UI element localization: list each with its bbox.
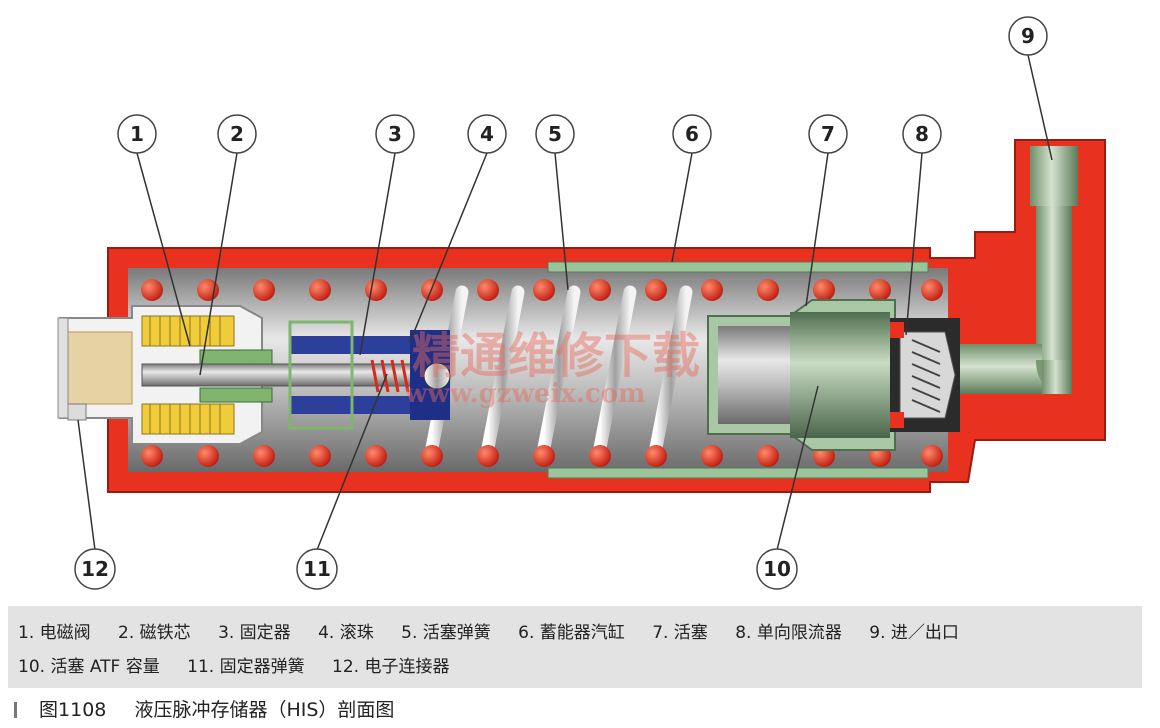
- svg-text:1: 1: [130, 122, 144, 146]
- callout-3: 3: [375, 114, 415, 154]
- watermark: 精通维修下载 www.gzweix.com: [404, 328, 700, 409]
- check-valve: [890, 318, 960, 432]
- watermark-url: www.gzweix.com: [404, 379, 646, 409]
- legend-item-3: 3. 固定器: [218, 623, 291, 643]
- callout-10: 10: [756, 548, 798, 590]
- figure-number: 图1108: [39, 699, 107, 721]
- legend-item-11: 11. 固定器弹簧: [187, 657, 305, 677]
- legend-row-1: 1. 电磁阀 2. 磁铁芯 3. 固定器 4. 滚珠 5. 活塞弹簧 6. 蓄能…: [18, 618, 981, 643]
- inlet-outlet-pipe: [960, 146, 1078, 394]
- svg-text:2: 2: [230, 122, 244, 146]
- callout-5: 5: [535, 114, 575, 154]
- svg-text:8: 8: [915, 122, 929, 146]
- check-ball: [423, 362, 451, 390]
- callouts: 1 2 3 4 5 6 7 8 9 10 11 12: [74, 16, 1048, 590]
- svg-text:6: 6: [685, 122, 699, 146]
- legend-item-12: 12. 电子连接器: [332, 657, 450, 677]
- callout-4: 4: [467, 114, 507, 154]
- callout-9: 9: [1008, 16, 1048, 56]
- caption-marker: [14, 702, 17, 718]
- callout-7: 7: [808, 114, 848, 154]
- svg-text:10: 10: [763, 557, 791, 581]
- svg-text:4: 4: [480, 122, 494, 146]
- svg-text:9: 9: [1021, 24, 1035, 48]
- legend-item-4: 4. 滚珠: [318, 623, 374, 643]
- spring-wire-sections: [141, 279, 943, 467]
- legend-item-9: 9. 进／出口: [869, 623, 959, 643]
- callout-1: 1: [117, 114, 157, 154]
- callout-2: 2: [217, 114, 257, 154]
- svg-text:7: 7: [821, 122, 835, 146]
- svg-text:11: 11: [303, 557, 331, 581]
- figure-title: 液压脉冲存储器（HIS）剖面图: [134, 699, 395, 721]
- magnetic-core: [141, 363, 413, 387]
- retainer-spring: [370, 359, 410, 393]
- legend-item-7: 7. 活塞: [652, 623, 708, 643]
- figure-caption: 图1108 液压脉冲存储器（HIS）剖面图: [14, 695, 394, 722]
- legend-item-8: 8. 单向限流器: [735, 623, 842, 643]
- legend-panel: 1. 电磁阀 2. 磁铁芯 3. 固定器 4. 滚珠 5. 活塞弹簧 6. 蓄能…: [8, 606, 1142, 688]
- callout-8: 8: [902, 114, 942, 154]
- callout-12: 12: [74, 548, 116, 590]
- electrical-connector: [57, 317, 87, 421]
- svg-text:5: 5: [548, 122, 562, 146]
- callout-6: 6: [672, 114, 712, 154]
- legend-row-2: 10. 活塞 ATF 容量 11. 固定器弹簧 12. 电子连接器: [18, 652, 471, 677]
- callout-11: 11: [296, 548, 338, 590]
- legend-item-5: 5. 活塞弹簧: [401, 623, 491, 643]
- watermark-text: 精通维修下载: [412, 328, 700, 384]
- legend-item-2: 2. 磁铁芯: [118, 623, 191, 643]
- legend-item-10: 10. 活塞 ATF 容量: [18, 657, 160, 677]
- legend-item-1: 1. 电磁阀: [18, 623, 91, 643]
- his-cross-section-diagram: 精通维修下载 www.gzweix.com 1 2 3 4 5 6 7 8 9 …: [57, 16, 1106, 590]
- svg-text:12: 12: [81, 557, 109, 581]
- svg-text:3: 3: [388, 122, 402, 146]
- piston: [707, 299, 896, 451]
- legend-item-6: 6. 蓄能器汽缸: [518, 623, 625, 643]
- leader-lines: [77, 54, 1053, 551]
